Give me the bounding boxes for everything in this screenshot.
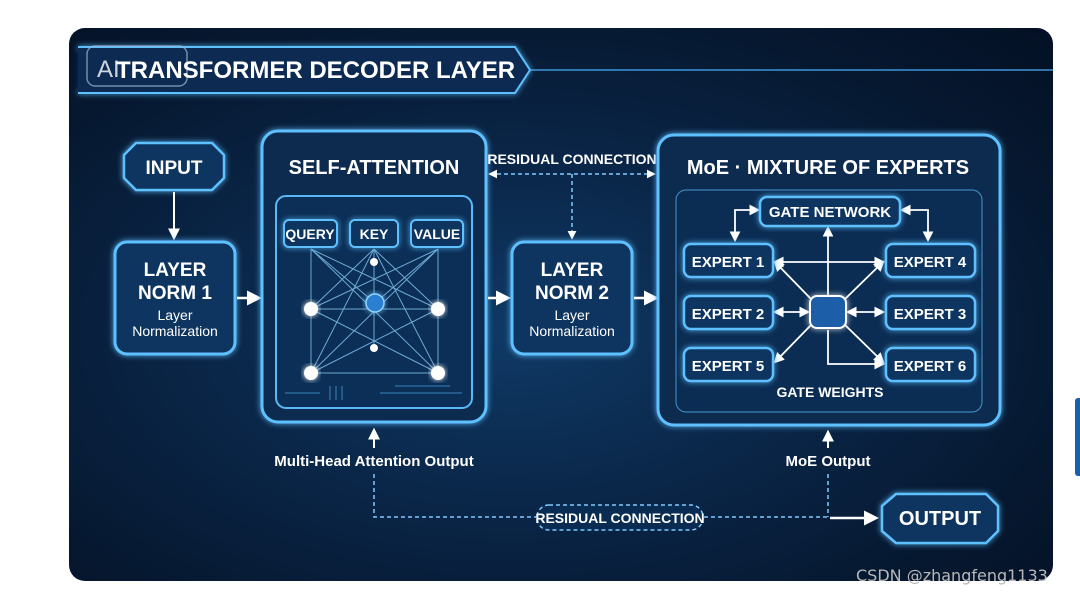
svg-text:EXPERT 3: EXPERT 3 bbox=[894, 306, 967, 323]
output-label: OUTPUT bbox=[899, 508, 981, 530]
attention-node bbox=[304, 302, 318, 316]
ai-tag-box bbox=[86, 45, 188, 87]
attention-node bbox=[370, 258, 378, 266]
expert-2: EXPERT 2 bbox=[682, 294, 775, 331]
key-label: KEY bbox=[360, 226, 389, 242]
svg-text:EXPERT 6: EXPERT 6 bbox=[894, 358, 967, 375]
moe-block: MoE · MIXTURE OF EXPERTS GATE NETWORK EX… bbox=[656, 133, 1002, 427]
svg-text:EXPERT 2: EXPERT 2 bbox=[692, 306, 765, 323]
moe-connections bbox=[729, 204, 934, 370]
ai-tag: AI bbox=[97, 56, 120, 83]
attention-node bbox=[304, 366, 318, 380]
svg-text:EXPERT 4: EXPERT 4 bbox=[894, 254, 967, 271]
gate-network-box bbox=[758, 195, 902, 228]
header-title: TRANSFORMER DECODER LAYER bbox=[116, 57, 515, 84]
attention-node bbox=[431, 302, 445, 316]
residual-top-label: RESIDUAL CONNECTION bbox=[487, 151, 656, 167]
query-label: QUERY bbox=[285, 226, 335, 242]
watermark: CSDN @zhangfeng1133 bbox=[856, 566, 1048, 585]
svg-text:EXPERT 5: EXPERT 5 bbox=[692, 358, 765, 375]
residual-bottom-left bbox=[373, 474, 536, 518]
expert-6: EXPERT 6 bbox=[884, 346, 977, 383]
norm1-line1: LAYER bbox=[144, 260, 207, 281]
residual-bottom-pill: RESIDUAL CONNECTION bbox=[535, 504, 705, 531]
norm1-sub1: Layer bbox=[157, 307, 192, 323]
attention-deco-lines bbox=[285, 385, 462, 400]
input-label: INPUT bbox=[146, 158, 203, 179]
gate-network-label: GATE NETWORK bbox=[769, 204, 891, 221]
expert-5: EXPERT 5 bbox=[682, 346, 775, 383]
norm2-sub2: Normalization bbox=[529, 323, 615, 339]
attention-title: SELF-ATTENTION bbox=[289, 157, 460, 179]
value-label: VALUE bbox=[414, 226, 460, 242]
expert-4: EXPERT 4 bbox=[884, 242, 977, 279]
key-box bbox=[349, 219, 399, 248]
query-box bbox=[283, 219, 338, 248]
expert-3: EXPERT 3 bbox=[884, 294, 977, 331]
gate-hub bbox=[809, 295, 847, 329]
moe-output-label: MoE Output bbox=[786, 453, 871, 470]
expert-1: EXPERT 1 bbox=[682, 242, 775, 279]
svg-text:EXPERT 1: EXPERT 1 bbox=[692, 254, 765, 271]
input-node: INPUT bbox=[122, 141, 226, 192]
diagram-panel: AI TRANSFORMER DECODER LAYER INPUT LAYER… bbox=[69, 28, 1053, 581]
attention-node bbox=[431, 366, 445, 380]
self-attention-block: SELF-ATTENTION QUERY KEY VALUE bbox=[260, 129, 488, 424]
moe-title: MoE · MIXTURE OF EXPERTS bbox=[687, 157, 969, 179]
output-node: OUTPUT bbox=[880, 492, 1000, 545]
decoder-diagram: AI TRANSFORMER DECODER LAYER INPUT LAYER… bbox=[78, 45, 1053, 545]
attention-center-node bbox=[365, 293, 385, 313]
attention-node bbox=[370, 344, 378, 352]
edge-decoration bbox=[1075, 398, 1080, 476]
norm1-sub2: Normalization bbox=[132, 323, 218, 339]
norm2-sub1: Layer bbox=[554, 307, 589, 323]
value-box bbox=[410, 219, 464, 248]
norm2-line2: NORM 2 bbox=[535, 283, 609, 304]
layer-norm-1: LAYER NORM 1 Layer Normalization bbox=[113, 240, 237, 356]
layer-norm-2: LAYER NORM 2 Layer Normalization bbox=[510, 240, 634, 356]
residual-bottom-label: RESIDUAL CONNECTION bbox=[535, 510, 704, 526]
header-banner: AI TRANSFORMER DECODER LAYER bbox=[78, 45, 1053, 94]
norm1-line2: NORM 1 bbox=[138, 283, 212, 304]
norm2-line1: LAYER bbox=[541, 260, 604, 281]
attention-output-label: Multi-Head Attention Output bbox=[274, 453, 473, 470]
gate-weights-label: GATE WEIGHTS bbox=[776, 384, 883, 400]
